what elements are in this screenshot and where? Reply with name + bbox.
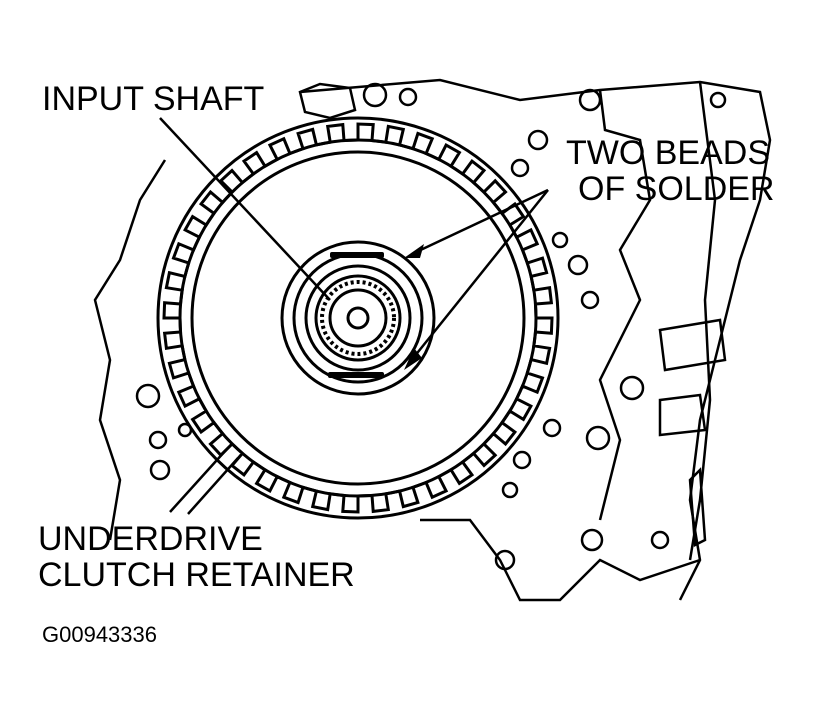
case-channel	[658, 318, 727, 372]
case-hole	[650, 530, 670, 550]
case-lower	[420, 518, 701, 602]
case-hole	[501, 481, 519, 499]
leader-input-shaft	[159, 117, 331, 301]
label-clutch-retainer: CLUTCH RETAINER	[38, 556, 355, 594]
leader-retainer-2	[187, 457, 239, 515]
retainer-teeth	[162, 122, 554, 514]
arrowhead-top	[404, 244, 424, 258]
leader-retainer-1	[169, 449, 227, 513]
case-hole	[619, 375, 645, 401]
solder-bead-bottom	[328, 372, 384, 378]
case-outline-left	[93, 159, 167, 541]
case-rib-2	[688, 81, 717, 561]
case-hole	[709, 91, 727, 109]
case-hole	[494, 549, 516, 571]
label-of-solder: OF SOLDER	[578, 170, 775, 208]
case-hole	[148, 430, 168, 450]
label-input-shaft: INPUT SHAFT	[42, 80, 265, 118]
retainer-tooth-ring	[162, 122, 554, 514]
case-hole	[527, 129, 549, 151]
case-hole	[362, 82, 388, 108]
label-two-beads: TWO BEADS	[566, 134, 771, 172]
case-slot	[688, 467, 707, 547]
case-hole	[512, 450, 532, 470]
case-rib	[598, 89, 652, 521]
case-hole	[585, 425, 611, 451]
arrowhead-bottom	[404, 348, 422, 370]
solder-beads	[328, 252, 384, 378]
case-hole	[398, 87, 418, 107]
case-hole	[542, 418, 562, 438]
case-hole	[149, 459, 171, 481]
case-hole	[510, 158, 530, 178]
case-hole	[580, 290, 600, 310]
leader-beads-top	[411, 188, 549, 256]
case-hole	[567, 254, 589, 276]
label-underdrive: UNDERDRIVE	[38, 520, 263, 558]
leader-beads-bottom	[409, 189, 549, 363]
case-hole	[135, 383, 161, 409]
figure-id: G00943336	[42, 622, 157, 647]
underdrive-clutch-retainer	[156, 116, 560, 520]
input-shaft	[314, 274, 402, 362]
case-boss	[298, 82, 357, 120]
clutch-hub	[280, 240, 436, 396]
solder-bead-top	[330, 252, 384, 258]
case-hole	[580, 528, 604, 552]
case-hole	[551, 231, 569, 249]
case-hole	[578, 88, 602, 112]
case-channel-2	[658, 393, 707, 437]
